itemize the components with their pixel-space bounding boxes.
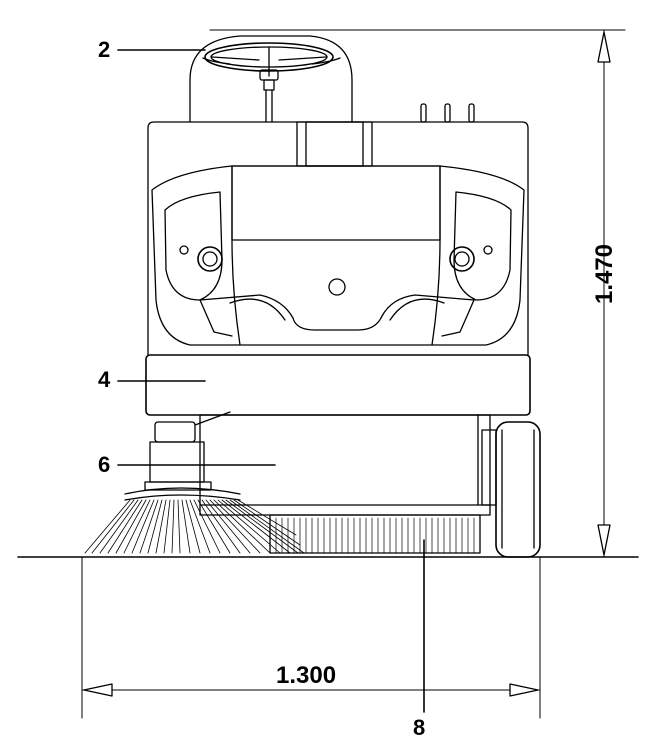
- side-brush-assembly: [85, 412, 304, 553]
- callout-4-label: 4: [98, 367, 111, 392]
- main-brush: [270, 515, 480, 553]
- right-wheel: [496, 422, 540, 557]
- steering-wheel: [205, 43, 333, 122]
- front-bumper: [146, 355, 530, 415]
- callout-8-label: 8: [413, 715, 426, 740]
- width-dimension: [82, 557, 540, 718]
- height-dimension-label: 1.470: [591, 243, 618, 305]
- side-brush-bristles: [85, 500, 304, 553]
- main-body: [148, 104, 528, 355]
- width-dimension-label: 1.300: [276, 662, 337, 689]
- callout-6-label: 6: [98, 452, 111, 477]
- callout-2-label: 2: [98, 37, 111, 62]
- height-dimension: [210, 30, 625, 557]
